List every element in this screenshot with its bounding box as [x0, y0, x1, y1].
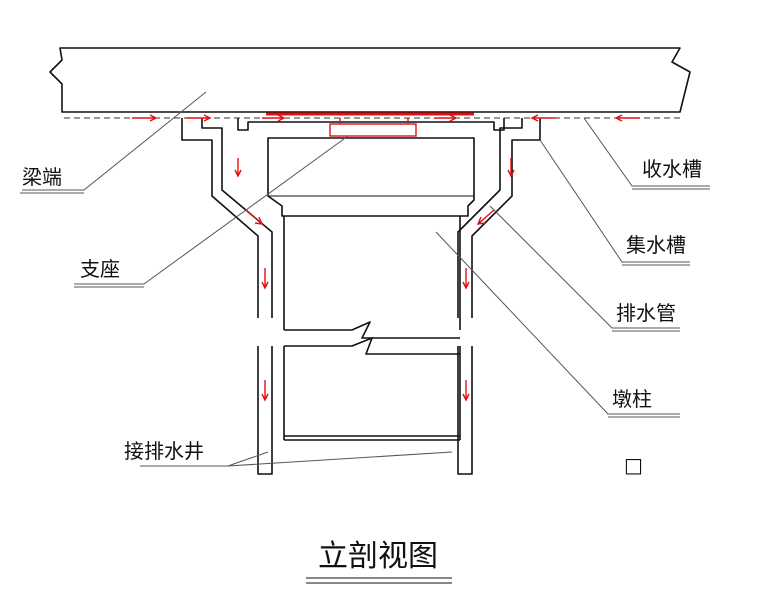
pier-column-upper — [283, 216, 461, 339]
flow-arrows — [132, 114, 640, 402]
label-pier-column: 墩柱 — [612, 387, 652, 411]
beam — [49, 47, 691, 113]
label-beam-end: 梁端 — [22, 165, 62, 189]
right-drain-pipe — [457, 118, 541, 475]
gathering-groove — [237, 118, 505, 131]
leader-lines — [20, 91, 710, 467]
label-to-drain-well: 接排水井 — [124, 439, 204, 463]
left-drain-pipe — [181, 118, 273, 475]
diagram-title: 立剖视图 — [318, 539, 438, 574]
label-bearing: 支座 — [80, 257, 120, 281]
label-drain-pipe: 排水管 — [616, 301, 676, 325]
label-collecting-groove: 收水槽 — [642, 157, 702, 181]
pier-column-lower — [283, 337, 461, 441]
bearing — [266, 112, 474, 137]
mark-square: □ — [624, 453, 643, 477]
pier-cap — [267, 137, 475, 217]
label-gathering-groove: 集水槽 — [626, 233, 686, 257]
